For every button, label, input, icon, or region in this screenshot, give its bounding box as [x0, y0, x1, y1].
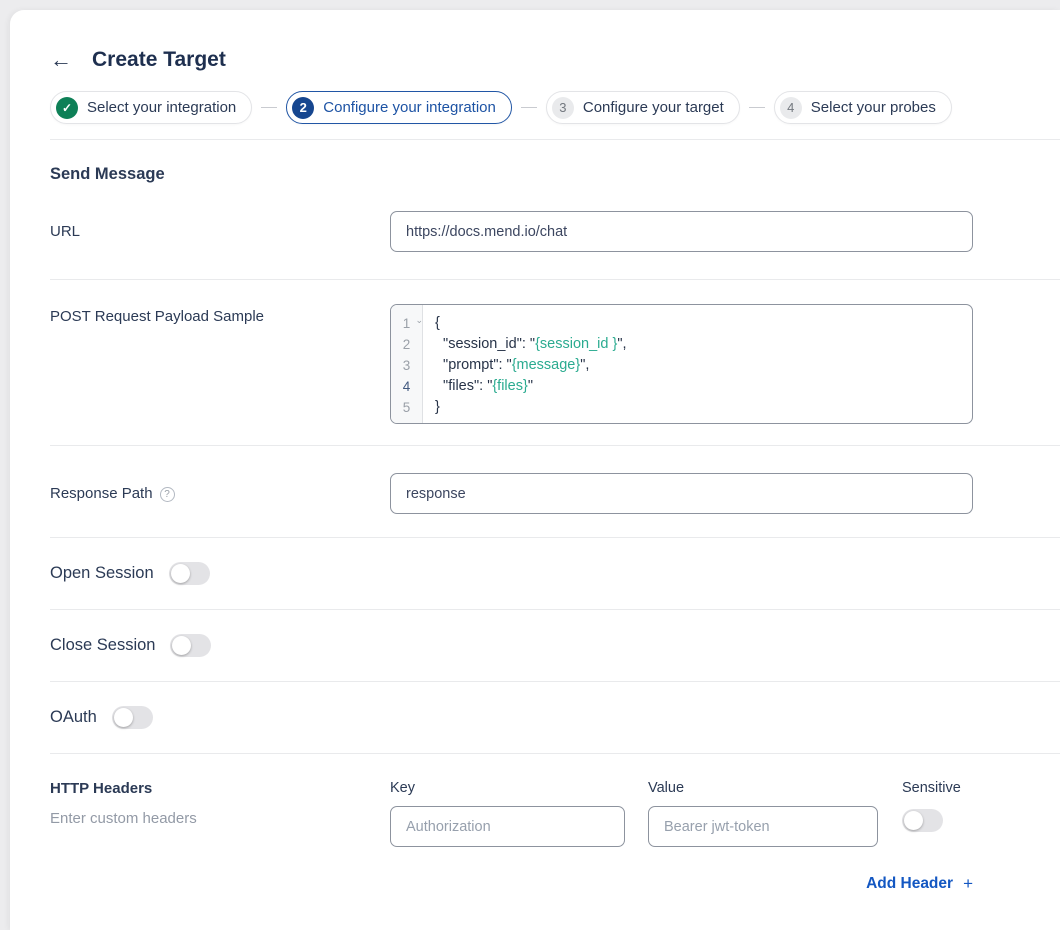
open-session-label: Open Session: [50, 564, 154, 582]
oauth-toggle[interactable]: [111, 706, 153, 729]
step-connector: [261, 106, 278, 109]
url-row: URL: [50, 211, 973, 252]
header-key-input[interactable]: [390, 806, 625, 847]
plus-icon: +: [963, 874, 973, 893]
divider: [50, 445, 1060, 446]
sensitive-toggle[interactable]: [902, 809, 943, 832]
header-key-label: Key: [390, 780, 415, 796]
create-target-panel: ← Create Target ✓ Select your integratio…: [10, 10, 1060, 930]
payload-label: POST Request Payload Sample: [50, 308, 265, 325]
code-line: }: [435, 399, 440, 415]
step-number-badge: 3: [551, 96, 574, 119]
line-number: 3: [402, 358, 411, 373]
code-line: "files": "{files}": [435, 378, 533, 394]
check-icon: ✓: [56, 96, 78, 119]
step-number-badge: 2: [292, 96, 315, 119]
editor-line-numbers: 1⌄ 2 3 4 5: [391, 305, 423, 423]
http-headers-row: HTTP Headers Enter custom headers Key Va…: [50, 780, 973, 847]
page-title: Create Target: [92, 48, 226, 71]
divider: [50, 681, 1060, 682]
header-value-input[interactable]: [648, 806, 878, 847]
section-title-send-message: Send Message: [50, 165, 165, 183]
response-path-input[interactable]: [390, 473, 973, 514]
code-line: {: [435, 315, 440, 331]
oauth-row: OAuth: [50, 682, 973, 753]
editor-code-area[interactable]: { "session_id": "{session_id }", "prompt…: [423, 305, 639, 423]
divider: [50, 279, 1060, 280]
payload-row: POST Request Payload Sample 1⌄ 2 3 4 5 { "se…: [50, 304, 973, 424]
divider: [50, 753, 1060, 754]
open-session-row: Open Session: [50, 538, 973, 609]
add-header-button[interactable]: Add Header +: [866, 874, 973, 894]
line-number: 2: [402, 337, 411, 352]
step-number-badge: 4: [779, 96, 802, 119]
back-arrow-icon[interactable]: ←: [50, 47, 72, 72]
close-session-label: Close Session: [50, 636, 156, 654]
step-label: Select your integration: [87, 99, 237, 116]
close-session-toggle[interactable]: [170, 634, 212, 657]
step-label: Configure your target: [582, 99, 724, 116]
divider: [50, 537, 1060, 538]
step-label: Configure your integration: [323, 99, 496, 116]
oauth-label: OAuth: [50, 708, 97, 726]
code-line: "session_id": "{session_id }",: [435, 336, 627, 352]
toggle-knob: [172, 636, 192, 655]
divider: [50, 609, 1060, 610]
sensitive-label: Sensitive: [902, 780, 961, 796]
response-path-label-text: Response Path: [50, 485, 153, 502]
divider: [50, 139, 1060, 140]
toggle-knob: [904, 811, 923, 830]
add-header-button-label: Add Header: [866, 875, 954, 892]
step-connector: [748, 106, 765, 109]
open-session-toggle[interactable]: [168, 562, 210, 585]
step-select-integration[interactable]: ✓ Select your integration: [50, 91, 253, 124]
step-connector: [520, 106, 537, 109]
page-header: ← Create Target: [50, 48, 973, 72]
url-label: URL: [50, 223, 81, 240]
url-input[interactable]: [390, 211, 973, 252]
code-line: "prompt": "{message}",: [435, 357, 590, 373]
line-number: 4: [402, 379, 411, 394]
payload-code-editor[interactable]: 1⌄ 2 3 4 5 { "session_id": "{session_id }", …: [390, 304, 973, 424]
step-label: Select your probes: [810, 99, 936, 116]
fold-chevron-icon[interactable]: ⌄: [415, 315, 423, 325]
http-headers-label: HTTP Headers: [50, 780, 153, 797]
line-number: 5: [402, 400, 411, 415]
response-path-row: Response Path?: [50, 473, 973, 514]
toggle-knob: [170, 564, 190, 583]
response-path-label: Response Path?: [50, 485, 390, 502]
step-configure-integration[interactable]: 2 Configure your integration: [286, 91, 512, 124]
step-configure-target[interactable]: 3 Configure your target: [545, 91, 740, 124]
http-headers-hint: Enter custom headers: [50, 810, 197, 827]
toggle-knob: [113, 708, 133, 727]
step-select-probes[interactable]: 4 Select your probes: [773, 91, 952, 124]
close-session-row: Close Session: [50, 610, 973, 681]
wizard-stepper: ✓ Select your integration 2 Configure yo…: [50, 91, 973, 124]
line-number: 1⌄: [402, 315, 423, 332]
help-icon[interactable]: ?: [159, 487, 175, 502]
header-value-label: Value: [648, 780, 685, 796]
